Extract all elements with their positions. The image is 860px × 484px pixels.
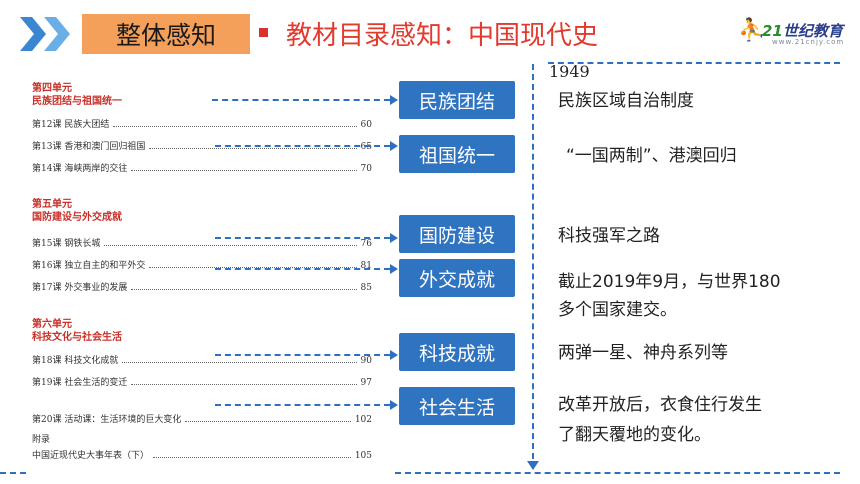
unit-name: 国防建设与外交成就 <box>32 212 122 223</box>
arrow-connector <box>215 400 398 410</box>
page-subtitle: 教材目录感知：中国现代史 <box>286 21 599 51</box>
arrow-connector <box>215 264 398 274</box>
bottom-dashed-line <box>395 472 840 474</box>
bullet-icon <box>259 28 268 37</box>
tag-reunification: 祖国统一 <box>399 135 515 173</box>
runner-icon: ⛹ <box>738 18 766 43</box>
unit-label: 第六单元 <box>32 319 72 330</box>
logo-url: www.21cnjy.com <box>772 38 845 46</box>
timeline-year: 1949 <box>549 62 590 81</box>
arrow-connector <box>212 95 398 105</box>
toc-appendix: 中国近现代史大事年表（下）105 <box>32 451 372 461</box>
bottom-dashed-line <box>0 472 26 474</box>
logo-name: 世纪教育 <box>782 22 843 40</box>
timeline-desc: 两弹一星、神舟系列等 <box>558 343 728 363</box>
appendix-label: 附录 <box>32 435 51 445</box>
logo-text: 21世纪教育 <box>762 20 843 41</box>
timeline-desc: “一国两制”、港澳回归 <box>566 146 737 166</box>
timeline-desc: 科技强军之路 <box>558 226 660 246</box>
tag-ethnic-unity: 民族团结 <box>399 81 515 119</box>
tag-diplomacy: 外交成就 <box>399 259 515 297</box>
timeline-desc: 多个国家建交。 <box>558 300 677 320</box>
arrow-connector <box>215 350 398 360</box>
unit-label: 第五单元 <box>32 199 72 210</box>
logo-number: 21 <box>762 22 783 40</box>
chevron-right-icon <box>44 17 70 51</box>
page-title: 整体感知 <box>82 14 250 54</box>
tag-defense: 国防建设 <box>399 215 515 253</box>
arrow-connector <box>215 141 398 151</box>
chevron-right-icon <box>20 17 46 51</box>
tag-science: 科技成就 <box>399 333 515 371</box>
timeline-desc: 民族区域自治制度 <box>558 91 694 111</box>
timeline-desc: 了翻天覆地的变化。 <box>558 425 711 445</box>
unit-name: 科技文化与社会生活 <box>32 332 122 343</box>
brand-logo: ⛹ 21世纪教育 www.21cnjy.com <box>738 18 848 48</box>
timeline-top-line <box>548 62 840 64</box>
timeline-desc: 截止2019年9月，与世界180 <box>558 272 781 292</box>
arrow-connector <box>215 233 398 243</box>
tag-social-life: 社会生活 <box>399 387 515 425</box>
unit-label: 第四单元 <box>32 83 72 94</box>
timeline-desc: 改革开放后，衣食住行发生 <box>558 395 762 415</box>
unit-name: 民族团结与祖国统一 <box>32 96 122 107</box>
timeline-line <box>532 64 534 469</box>
arrow-down-icon <box>527 461 539 470</box>
